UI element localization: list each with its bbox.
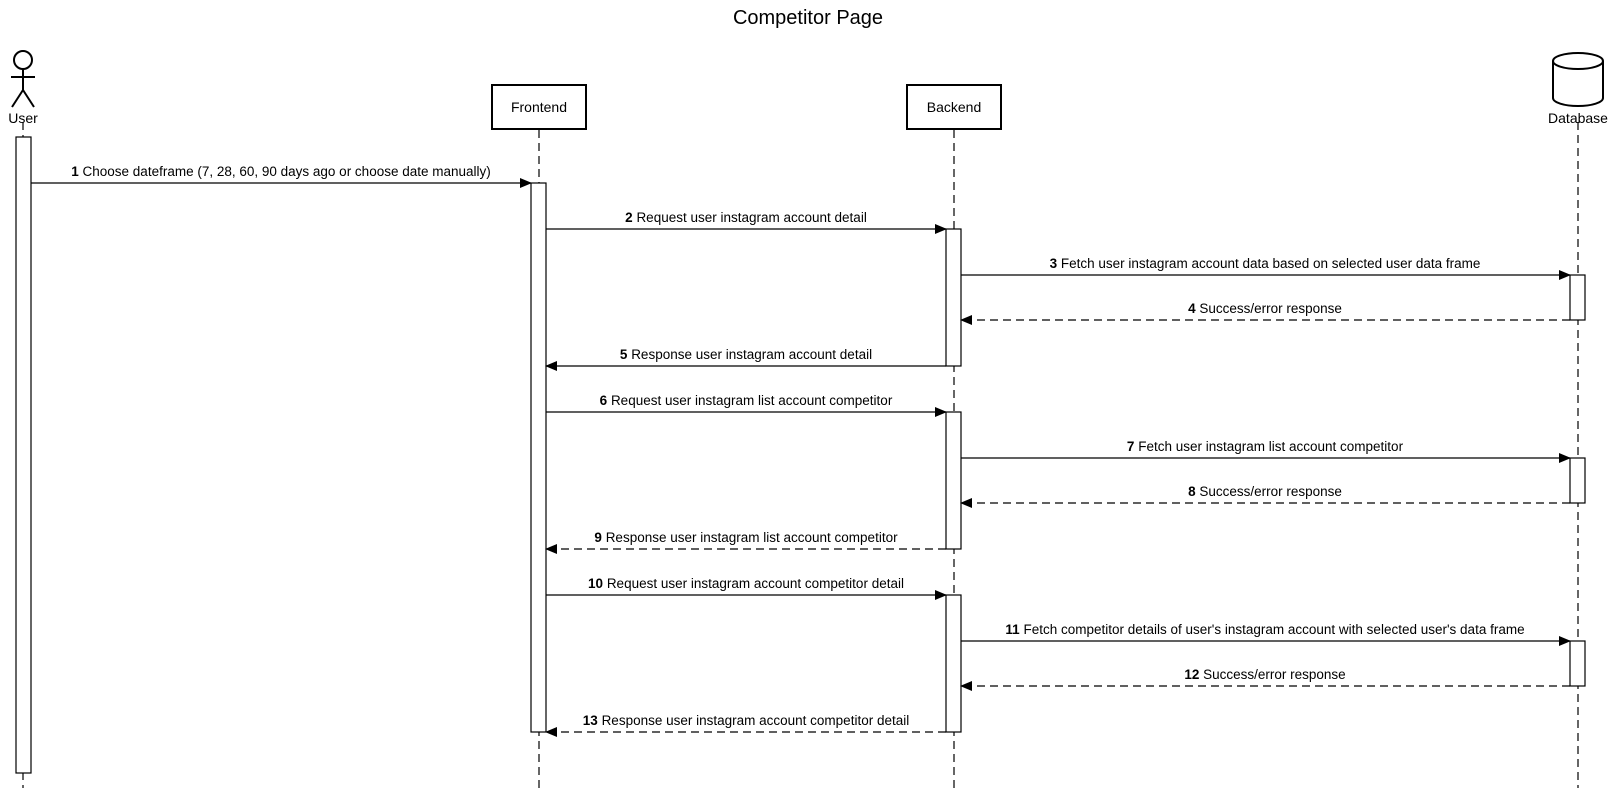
activation-bar-user: [15, 136, 32, 774]
participant-box-frontend: [491, 84, 587, 130]
message-3: 3 Fetch user instagram account data base…: [961, 256, 1571, 280]
message-2: 2 Request user instagram account detail: [546, 210, 947, 234]
message-9: 9 Response user instagram list account c…: [545, 530, 946, 554]
participant-frontend: Frontend: [491, 84, 587, 130]
message-label: 10 Request user instagram account compet…: [588, 576, 904, 591]
message-label: 13 Response user instagram account compe…: [583, 713, 909, 728]
message-label: 12 Success/error response: [1184, 667, 1345, 682]
message-label: 9 Response user instagram list account c…: [594, 530, 898, 545]
message-4: 4 Success/error response: [960, 301, 1570, 325]
message-13: 13 Response user instagram account compe…: [545, 713, 946, 737]
participant-box-backend: [906, 84, 1002, 130]
activation-bar-database: [1569, 457, 1586, 504]
participant-label-database: Database: [1548, 110, 1608, 126]
message-8: 8 Success/error response: [960, 484, 1570, 508]
message-label: 2 Request user instagram account detail: [625, 210, 867, 225]
message-12: 12 Success/error response: [960, 667, 1570, 691]
message-label: 4 Success/error response: [1188, 301, 1342, 316]
participant-database: Database: [1548, 52, 1608, 126]
database-icon: [1552, 52, 1604, 107]
message-label: 11 Fetch competitor details of user's in…: [1005, 622, 1524, 637]
diagram-title: Competitor Page: [733, 7, 883, 29]
message-label: 1 Choose dateframe (7, 28, 60, 90 days a…: [71, 164, 491, 179]
message-label: 6 Request user instagram list account co…: [600, 393, 893, 408]
message-10: 10 Request user instagram account compet…: [546, 576, 947, 600]
actor-icon: [11, 50, 35, 108]
message-label: 7 Fetch user instagram list account comp…: [1127, 439, 1404, 454]
activation-bar-database: [1569, 274, 1586, 321]
activation-bar-backend: [945, 228, 962, 367]
message-7: 7 Fetch user instagram list account comp…: [961, 439, 1571, 463]
activation-bar-backend: [945, 411, 962, 550]
message-label: 3 Fetch user instagram account data base…: [1050, 256, 1481, 271]
participant-label-frontend: Frontend: [511, 99, 567, 115]
message-label: 8 Success/error response: [1188, 484, 1342, 499]
participant-backend: Backend: [906, 84, 1002, 130]
message-label: 5 Response user instagram account detail: [620, 347, 872, 362]
activation-bar-frontend: [530, 182, 547, 733]
message-6: 6 Request user instagram list account co…: [546, 393, 947, 417]
message-5: 5 Response user instagram account detail: [545, 347, 946, 371]
participant-label-user: User: [8, 110, 38, 126]
participant-label-backend: Backend: [927, 99, 981, 115]
activation-bar-database: [1569, 640, 1586, 687]
participant-user: User: [8, 50, 38, 126]
message-11: 11 Fetch competitor details of user's in…: [961, 622, 1571, 646]
activation-bar-backend: [945, 594, 962, 733]
message-1: 1 Choose dateframe (7, 28, 60, 90 days a…: [31, 164, 532, 188]
